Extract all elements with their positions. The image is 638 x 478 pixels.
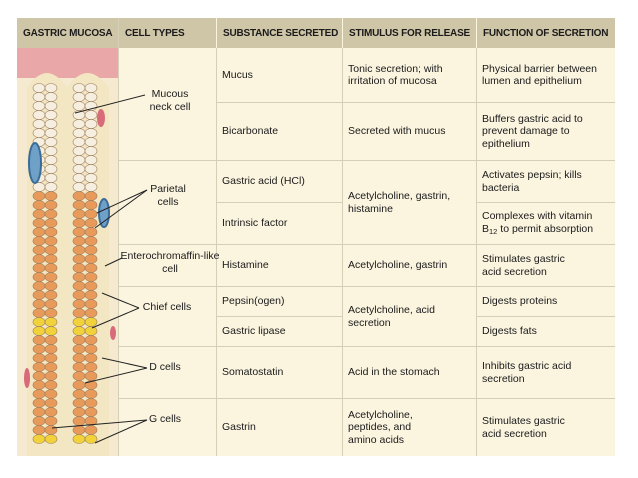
substance-histamine: Histamine	[222, 259, 269, 272]
substance-bicarbonate: Bicarbonate	[222, 125, 279, 138]
header-stimulus-for-release: STIMULUS FOR RELEASE	[343, 18, 476, 48]
substance-gastric-lipase: Gastric lipase	[222, 325, 286, 338]
gastric-secretion-table: GASTRIC MUCOSA CELL TYPES SUBSTANCE SECR…	[17, 18, 615, 456]
header-function-of-secretion: FUNCTION OF SECRETION	[477, 18, 615, 48]
function-mucus: Physical barrier between lumen and epith…	[482, 62, 597, 88]
substance-somatostatin: Somatostatin	[222, 366, 284, 379]
function-somatostatin: Inhibits gastric acid secretion	[482, 360, 572, 385]
function-pepsin: Digests proteins	[482, 295, 558, 308]
stimulus-gastrin: Acetylcholine, peptides, and amino acids	[348, 408, 413, 446]
header-substance-secreted: SUBSTANCE SECRETED	[217, 18, 342, 48]
cell-type-d-cells: D cells	[149, 361, 181, 373]
function-gastric-lipase: Digests fats	[482, 325, 537, 338]
cell-type-enterochromaffin-like: Enterochromaffin-like cell	[120, 250, 220, 275]
cell-type-g-cells: G cells	[148, 413, 182, 425]
stimulus-bicarbonate: Secreted with mucus	[348, 125, 446, 138]
stimulus-somatostatin: Acid in the stomach	[348, 366, 440, 379]
header-cell-types: CELL TYPES	[119, 18, 216, 48]
substance-gastrin: Gastrin	[222, 421, 256, 434]
gastric-mucosa-illustration	[17, 48, 118, 456]
function-gastric-acid: Activates pepsin; kills bacteria	[482, 169, 582, 194]
cell-type-parietal: Parietal cells	[150, 183, 186, 208]
stimulus-parietal: Acetylcholine, gastrin, histamine	[348, 190, 451, 215]
stimulus-chief: Acetylcholine, acid secretion	[348, 304, 435, 329]
stimulus-histamine: Acetylcholine, gastrin	[348, 259, 448, 272]
substance-pepsinogen: Pepsin(ogen)	[222, 295, 285, 308]
header-gastric-mucosa: GASTRIC MUCOSA	[17, 18, 118, 48]
stimulus-mucus: Tonic secretion; with irritation of muco…	[348, 62, 443, 88]
cell-type-mucous-neck: Mucous neck cell	[149, 88, 191, 113]
substance-intrinsic-factor: Intrinsic factor	[222, 217, 288, 230]
function-histamine: Stimulates gastric acid secretion	[482, 253, 565, 278]
cell-type-chief: Chief cells	[142, 301, 192, 313]
function-gastrin: Stimulates gastric acid secretion	[482, 415, 565, 440]
function-bicarbonate: Buffers gastric acid to prevent damage t…	[482, 112, 583, 150]
substance-gastric-acid: Gastric acid (HCl)	[222, 175, 305, 188]
substance-mucus: Mucus	[222, 68, 253, 81]
